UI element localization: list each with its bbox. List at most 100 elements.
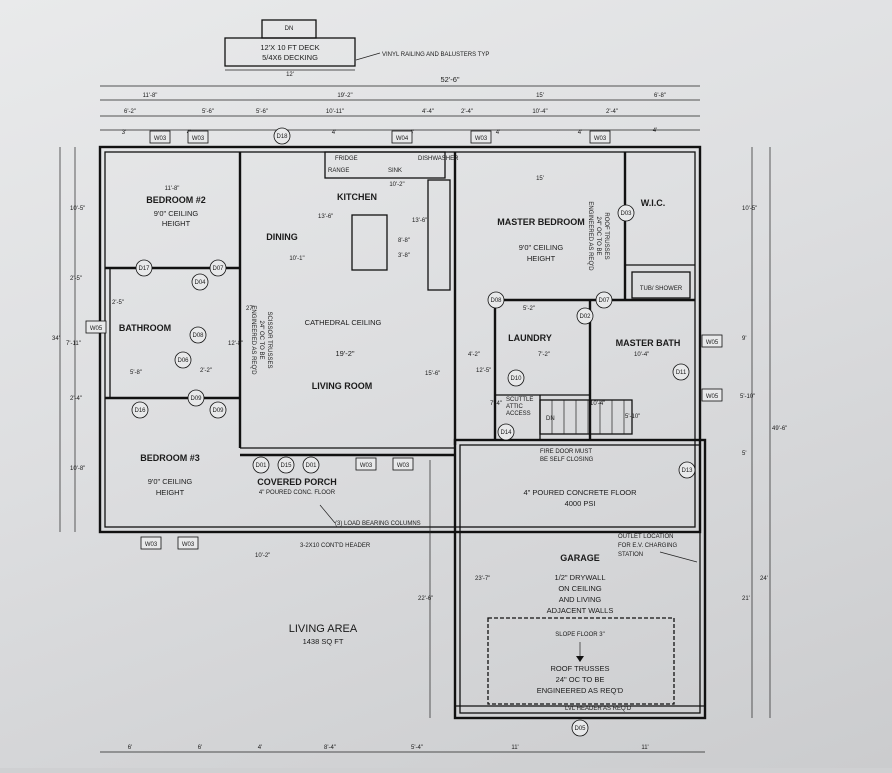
right-dimensions: 10'-5" 9' 5'-10" 5' 49'-6" 21' 24' xyxy=(740,147,787,718)
roof-master-line-0: ROOF TRUSSES xyxy=(603,212,609,259)
dim-bottom-4: 5'-4" xyxy=(411,745,423,751)
svg-text:W03: W03 xyxy=(475,136,488,142)
dim-top-2: 15' xyxy=(536,93,544,99)
window-tag-side-0: W05 xyxy=(85,320,107,334)
svg-text:D07: D07 xyxy=(212,266,224,272)
window-tag-porch-1: W03 xyxy=(392,457,414,471)
svg-text:D09: D09 xyxy=(212,408,224,414)
left-dimensions: 34' 10'-5" 2'-5" 7'-11" 2'-4" 10'-8" xyxy=(52,147,85,532)
dim-left-4: 10'-8" xyxy=(70,466,85,472)
dim-misc-9: 5'-2" xyxy=(523,306,535,312)
svg-text:D11: D11 xyxy=(676,370,687,376)
dim-right-6: 24' xyxy=(760,576,768,582)
door-tag-5: D06 xyxy=(174,351,192,369)
dim-second-8: 4' xyxy=(653,128,657,134)
svg-text:D14: D14 xyxy=(500,430,512,436)
cathedral-ceiling-note: CATHEDRAL CEILING xyxy=(305,318,382,327)
dim-misc-7: 7'-2" xyxy=(538,352,550,358)
window-tag-top-2: W04 xyxy=(391,130,413,144)
dim-misc-17: 10'-2" xyxy=(255,553,270,559)
dim-left-1: 2'-5" xyxy=(70,276,82,282)
garage-drywall-2: AND LIVING xyxy=(559,595,602,604)
stairs: DN xyxy=(539,399,633,435)
door-tag-14: D13 xyxy=(678,461,696,479)
outlet-note-1: FOR E.V. CHARGING xyxy=(618,543,677,549)
dim-second-3: 10'-11" xyxy=(326,109,344,115)
svg-text:D13: D13 xyxy=(681,468,693,474)
svg-text:D10: D10 xyxy=(510,376,522,382)
dim-misc-6: 4'-2" xyxy=(468,352,480,358)
dim-garage-0: 22'-6" xyxy=(418,596,433,602)
svg-text:D03: D03 xyxy=(620,211,632,217)
roof-master-line-1: 24" OC TO BE xyxy=(595,217,601,256)
stairs-dn-label: DN xyxy=(546,416,555,422)
bedroom3-height: HEIGHT xyxy=(156,488,185,497)
svg-text:D17: D17 xyxy=(138,266,150,272)
dim-second-0: 6'-2" xyxy=(124,109,136,115)
plan-notes: FIRE DOOR MUST BE SELF CLOSING (3) LOAD … xyxy=(300,397,698,712)
dim-top-0: 11'-8" xyxy=(143,93,158,99)
dim-misc-5: 12'-5" xyxy=(476,368,491,374)
door-tag-17: D01 xyxy=(302,456,320,474)
dim-right-3: 5' xyxy=(742,451,746,457)
living-area-sqft: 1438 SQ FT xyxy=(303,637,344,646)
deck-title: 12'X 10 FT DECK xyxy=(260,43,319,52)
svg-text:D07: D07 xyxy=(598,298,610,304)
deck-width-dim: 12' xyxy=(286,72,294,78)
svg-text:D15: D15 xyxy=(280,463,292,469)
window-tag-top-3: W03 xyxy=(470,130,492,144)
porch-floor-note: 4" POURED CONC. FLOOR xyxy=(259,490,336,496)
lvl-header-note: LVL HEADER AS REQ'D xyxy=(565,706,632,712)
garage-slope-note: SLOPE FLOOR 3" xyxy=(555,632,604,638)
living-area-block: LIVING AREA 1438 SQ FT xyxy=(289,623,358,646)
deck-decking: 5/4X6 DECKING xyxy=(262,53,318,62)
dim-misc-13: 2'-5" xyxy=(112,300,124,306)
dim-misc-0: 13'-6" xyxy=(318,214,333,220)
dim-right-2: 5'-10" xyxy=(740,394,755,400)
dim-bottom-0: 6' xyxy=(128,745,132,751)
dim-right-5: 21' xyxy=(742,596,750,602)
attic-line-1: ATTIC xyxy=(506,404,524,410)
living-area-title: LIVING AREA xyxy=(289,623,358,635)
dim-left-5: 34' xyxy=(52,336,60,342)
dim-misc-4: 12'-8" xyxy=(228,341,243,347)
roof-master-line-2: ENGINEERED AS REQ'D xyxy=(587,201,593,271)
svg-text:W05: W05 xyxy=(90,326,103,332)
dim-misc-8: 10'-4" xyxy=(634,352,649,358)
dim-misc-18: 13'-6" xyxy=(412,218,427,224)
dim-misc-10: 7'-4" xyxy=(490,401,502,407)
dim-third-4: 4' xyxy=(496,130,500,136)
svg-text:D06: D06 xyxy=(177,358,189,364)
laundry-label: LAUNDRY xyxy=(508,333,552,343)
window-tag-porch-0: W03 xyxy=(355,457,377,471)
window-tag-bottom-0: W03 xyxy=(140,536,162,550)
garage-depth-dims: 22'-6" 23'-7" xyxy=(418,460,490,718)
svg-text:D16: D16 xyxy=(134,408,146,414)
dim-second-7: 2'-4" xyxy=(606,109,618,115)
door-tag-20: D03 xyxy=(617,204,635,222)
svg-text:W04: W04 xyxy=(396,136,409,142)
window-tag-side-1: W05 xyxy=(701,334,723,348)
master-dim: 15' xyxy=(536,176,544,182)
svg-text:W03: W03 xyxy=(182,542,195,548)
dim-bottom-1: 6' xyxy=(198,745,202,751)
svg-text:W03: W03 xyxy=(192,136,205,142)
svg-text:W05: W05 xyxy=(706,394,719,400)
door-tag-4: D08 xyxy=(189,326,207,344)
dim-second-2: 5'-6" xyxy=(256,109,268,115)
door-tag-11: D02 xyxy=(576,307,594,325)
door-tag-0: D18 xyxy=(273,127,291,145)
door-tag-7: D16 xyxy=(131,401,149,419)
kitchen-label-range: RANGE xyxy=(328,168,349,174)
garage-drywall-1: ON CEILING xyxy=(558,584,602,593)
dim-misc-15: 2'-2" xyxy=(200,368,212,374)
door-tag-9: D08 xyxy=(487,291,505,309)
garage-floor-0: 4" POURED CONCRETE FLOOR xyxy=(523,488,637,497)
bottom-dimensions: 6' 6' 4' 8'-4" 5'-4" 11' 11' xyxy=(100,745,705,753)
dim-top-3: 6'-8" xyxy=(654,93,666,99)
door-tag-19: D11 xyxy=(672,363,690,381)
dim-third-5: 4' xyxy=(578,130,582,136)
